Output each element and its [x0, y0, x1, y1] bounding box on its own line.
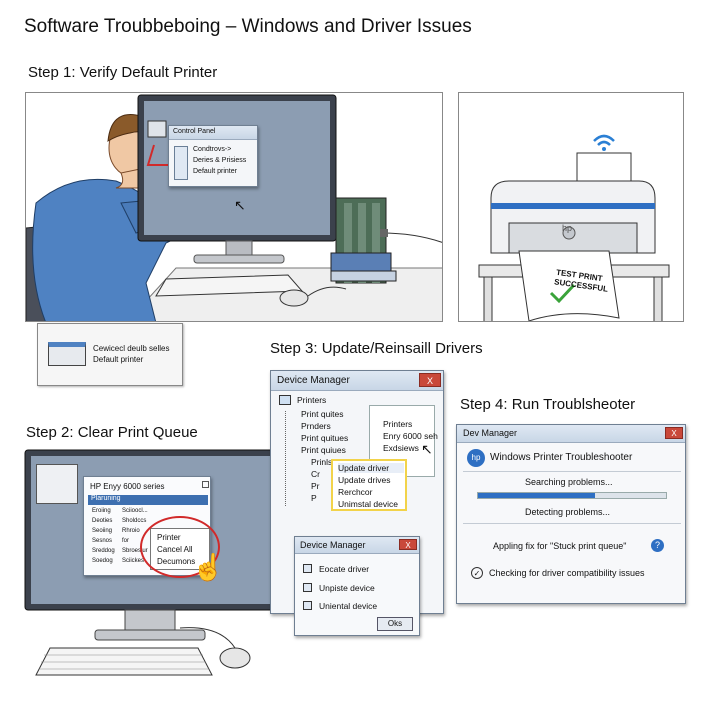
- queue-status: for: [122, 538, 130, 544]
- right-pane-item[interactable]: Printers: [383, 419, 413, 429]
- screen-printer-icon: [36, 464, 78, 504]
- checking-text: Checking for driver compatibility issues: [489, 568, 645, 578]
- monitor-icon: [279, 395, 291, 405]
- menu-item-uninstall-device[interactable]: Unimstal device: [338, 499, 398, 509]
- printer-logo: hp: [562, 223, 573, 233]
- devices-card: Cewicecl deulb selles Default printer: [37, 323, 183, 386]
- ok-label: Oks: [387, 619, 403, 628]
- menu-item-update-drives[interactable]: Update drives: [338, 475, 391, 485]
- queue-header: Plaruning: [91, 495, 121, 502]
- applying-fix-text: Appling fix for "Stuck print queue": [493, 541, 627, 551]
- tree-item[interactable]: Print quiues: [301, 445, 346, 455]
- keyboard: [35, 647, 213, 676]
- device-manager-titlebar: Device Manager X: [271, 371, 443, 391]
- tree-item[interactable]: Print quites: [301, 409, 344, 419]
- desk-scene: [26, 94, 442, 321]
- step4-label: Step 4: Run Troublsheoter: [460, 396, 636, 413]
- tree-item[interactable]: Prinls owe: [311, 457, 350, 467]
- troubleshooter-heading: Windows Printer Troubleshooter: [490, 452, 633, 463]
- troubleshooter-close-button[interactable]: X: [665, 427, 683, 439]
- tree-item[interactable]: Pr: [311, 481, 320, 491]
- dialog-item-uninstall-device[interactable]: Uniental device: [319, 601, 378, 611]
- mouse-cursor-icon: ↖: [234, 197, 246, 213]
- tree-item[interactable]: Cr: [311, 469, 320, 479]
- driver-context-menu: Update driver Update drives Rerchcor Uni…: [331, 459, 407, 511]
- check-icon: [549, 283, 576, 304]
- check-circle-icon: ✓: [471, 567, 483, 579]
- device-manager-dialog: Device Manager X Eocate driver Unpiste d…: [294, 536, 420, 636]
- step1-desk-panel: Control Panel Condtrovs-> Deries & Prisi…: [25, 92, 443, 322]
- queue-status: Sbroesiur: [122, 548, 148, 554]
- queue-status: Sciickes: [122, 558, 145, 564]
- red-highlight-circle: [140, 516, 220, 578]
- control-panel-icon: [174, 146, 188, 180]
- queue-doc[interactable]: Seoiing: [92, 528, 113, 534]
- troubleshooter-titlebar: Dev Manager X: [457, 425, 685, 443]
- queue-doc[interactable]: Soedog: [92, 558, 113, 564]
- queue-status: Rhroio: [122, 528, 140, 534]
- tree-item[interactable]: Print quitues: [301, 433, 349, 443]
- searching-text: Searching problems...: [525, 477, 613, 487]
- control-panel-default-printer[interactable]: Default printer: [193, 168, 237, 175]
- mouse: [219, 647, 251, 669]
- control-panel-item[interactable]: Condtrovs->: [193, 146, 232, 153]
- control-panel-item[interactable]: Deries & Prisiess: [193, 157, 247, 164]
- pointing-hand-icon: ☝: [192, 552, 225, 582]
- wifi-icon: [593, 134, 615, 146]
- help-icon[interactable]: ?: [651, 539, 664, 552]
- dialog-close-button[interactable]: X: [399, 539, 417, 550]
- devices-card-line2: Default printer: [93, 355, 144, 364]
- printer-icon: [48, 342, 86, 366]
- queue-doc[interactable]: Deoties: [92, 518, 113, 524]
- mouse-cursor-icon: ↖: [421, 441, 433, 457]
- driver-icon: [303, 564, 312, 573]
- queue-header-row: Plaruning: [88, 495, 208, 505]
- step3-label: Step 3: Update/Reinsaill Drivers: [270, 340, 483, 357]
- printer-scene: [478, 134, 670, 321]
- right-pane-item[interactable]: Exdsiews: [383, 443, 419, 453]
- queue-status: Sholdccs: [122, 518, 147, 524]
- control-panel-window: Control Panel Condtrovs-> Deries & Prisi…: [168, 125, 258, 187]
- queue-close-icon[interactable]: [202, 481, 209, 488]
- dialog-titlebar: Device Manager X: [295, 537, 419, 554]
- page-title: Software Troubbeboing – Windows and Driv…: [24, 16, 472, 37]
- step1-printer-panel: TEST PRINT SUCCESSFUL hp: [458, 92, 684, 322]
- detecting-text: Detecting problems...: [525, 507, 611, 517]
- menu-item-rescan[interactable]: Rerchcor: [338, 487, 373, 497]
- queue-doc[interactable]: Sreddog: [92, 548, 115, 554]
- troubleshooter-window: Dev Manager X hp Windows Printer Trouble…: [456, 424, 686, 604]
- device-manager-title: Device Manager: [277, 375, 350, 386]
- red-arrow: [146, 144, 171, 166]
- queue-doc[interactable]: Eroiing: [92, 508, 111, 514]
- dialog-item-update-device[interactable]: Unpiste device: [319, 583, 375, 593]
- queue-title: HP Enyy 6000 series: [90, 482, 165, 491]
- ok-button[interactable]: Oks: [377, 617, 413, 631]
- progress-bar-fill: [478, 493, 595, 498]
- queue-status: Sciioocl...: [122, 508, 148, 514]
- test-print-paper: [518, 250, 620, 321]
- devices-card-line1: Cewicecl deulb selles: [93, 344, 170, 353]
- step2-label: Step 2: Clear Print Queue: [26, 424, 198, 441]
- dialog-title: Device Manager: [300, 540, 366, 550]
- control-panel-title: Control Panel: [169, 126, 257, 140]
- close-button[interactable]: X: [419, 373, 441, 387]
- tree-item[interactable]: Prnders: [301, 421, 331, 431]
- right-pane-item[interactable]: Enry 6000 seh: [383, 431, 438, 441]
- queue-doc[interactable]: Sesnos: [92, 538, 113, 544]
- troubleshooter-title: Dev Manager: [463, 428, 518, 438]
- menu-item-update-driver[interactable]: Update driver: [338, 463, 404, 473]
- mouse: [279, 289, 309, 307]
- dialog-item-locate-driver[interactable]: Eocate driver: [319, 564, 370, 574]
- progress-bar: [477, 492, 667, 499]
- uninstall-icon: [303, 601, 312, 610]
- step1-label: Step 1: Verify Default Printer: [28, 64, 218, 81]
- hp-logo-icon: hp: [467, 449, 485, 467]
- tree-item[interactable]: P: [311, 493, 317, 503]
- tree-root-printers[interactable]: Printers: [297, 395, 327, 405]
- device-icon: [303, 583, 312, 592]
